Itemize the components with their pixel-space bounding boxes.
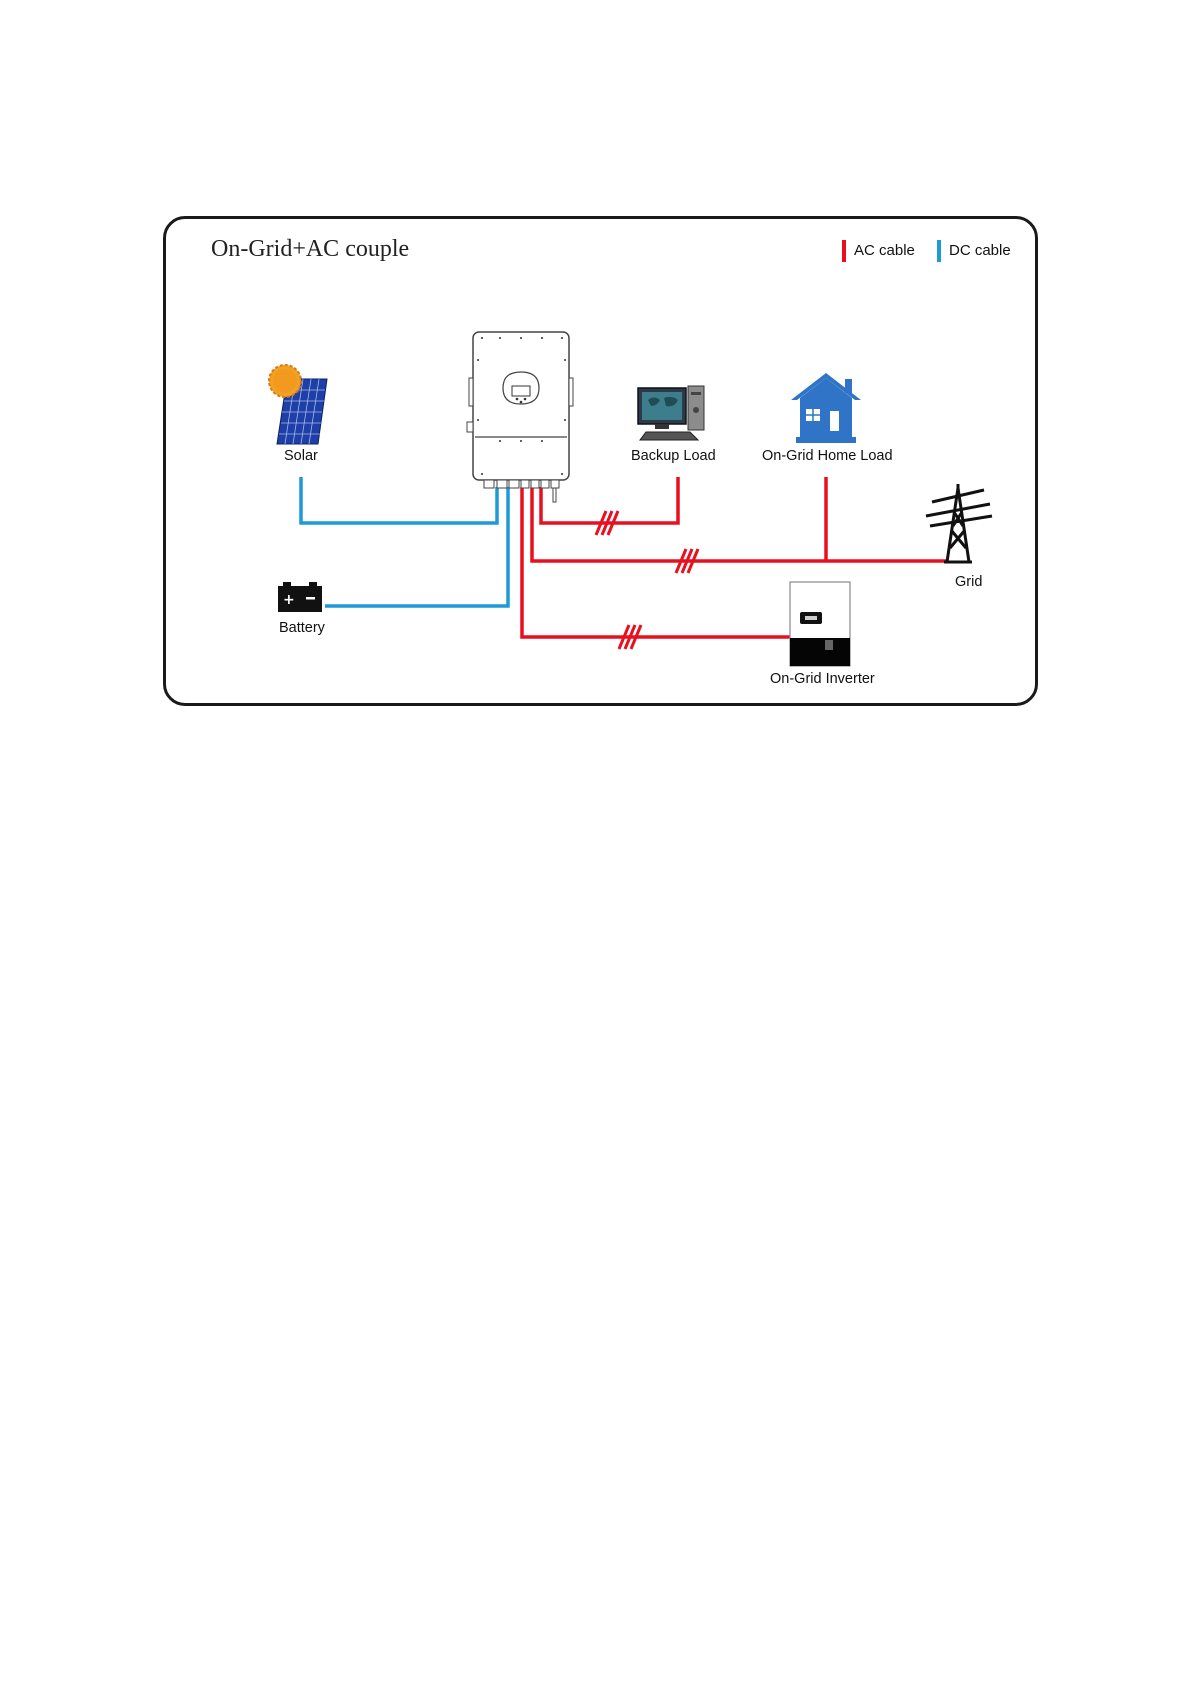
battery-label: Battery [279,620,325,636]
dc-cables [301,477,508,606]
solar-dc-cable [301,477,497,523]
backup-load-label: Backup Load [631,448,716,464]
grid-label: Grid [955,574,982,590]
battery-dc-cable [325,487,508,606]
solar-label: Solar [284,448,318,464]
ongrid-inverter-label: On-Grid Inverter [770,671,875,687]
home-load-label: On-Grid Home Load [762,448,893,464]
svg-text:+: + [283,592,295,608]
cable-slash-marks [596,511,698,649]
house-icon [791,373,861,443]
transmission-tower-icon [926,484,992,562]
battery-icon: + [278,582,322,612]
hybrid-inverter-icon [467,332,573,502]
computer-icon [638,386,704,440]
solar-panel-icon [269,365,327,444]
ac-cables [522,477,947,637]
ongrid-inverter-icon [790,582,850,666]
